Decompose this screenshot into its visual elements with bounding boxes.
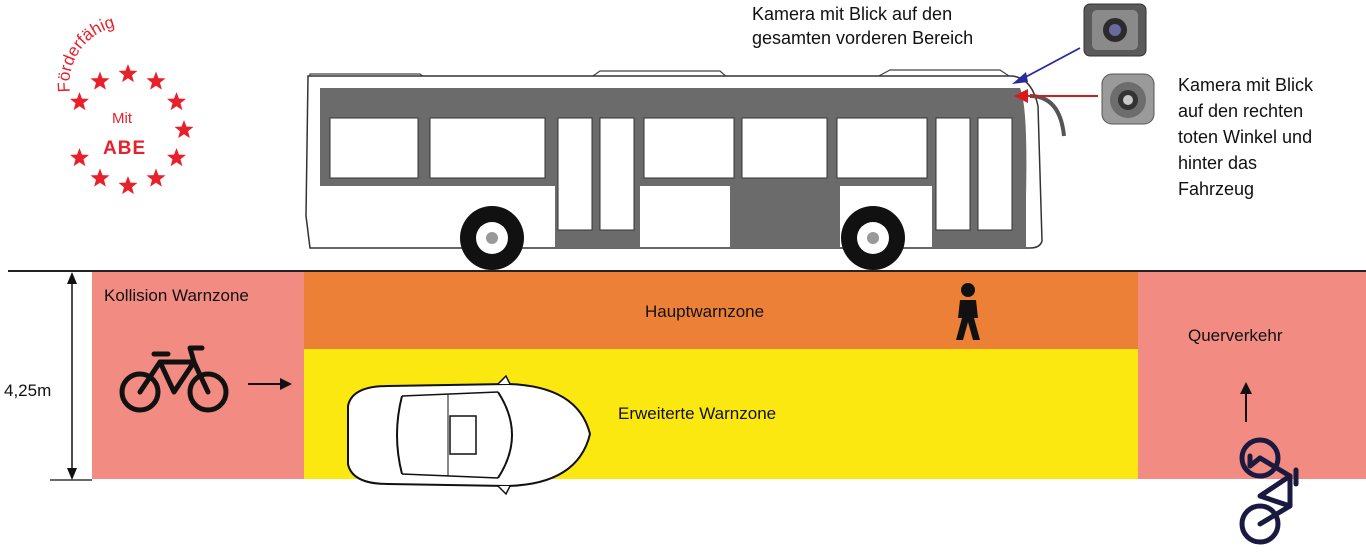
bus-illustration — [305, 69, 1066, 270]
star-icon — [146, 71, 166, 90]
star-icon — [166, 92, 187, 111]
bicycle-icon — [119, 345, 229, 413]
main-zone-label: Hauptwarnzone — [645, 302, 765, 321]
badge-abe: ABE — [103, 138, 147, 159]
pedestrian-icon — [956, 283, 980, 340]
star-icon — [146, 168, 166, 187]
star-icon — [90, 168, 110, 187]
star-icons — [69, 64, 194, 195]
dimension-label: 4,25m — [4, 381, 52, 400]
car-icon — [347, 374, 592, 496]
star-icon — [90, 71, 110, 90]
front-camera-line-2: gesamten vorderen Bereich — [752, 28, 974, 48]
main-warning-zone — [304, 272, 1138, 349]
cross-zone-label: Querverkehr — [1188, 326, 1283, 345]
star-icon — [118, 176, 138, 195]
front-camera-icon — [1083, 3, 1147, 57]
collision-zone-label: Kollision Warnzone — [104, 286, 249, 305]
side-camera-icon — [1101, 73, 1155, 125]
front-camera-text: Kamera mit Blick auf den gesamten vorder… — [752, 2, 973, 50]
side-camera-line-4: hinter das — [1178, 153, 1258, 173]
side-camera-line-1: Kamera mit Blick — [1178, 75, 1314, 95]
star-icon — [166, 148, 187, 167]
right-arrow-icon — [248, 378, 292, 390]
up-arrow-icon — [1240, 382, 1252, 422]
star-icon — [69, 92, 90, 111]
badge-top-text: Förderfähig — [54, 12, 116, 93]
extended-zone-label: Erweiterte Warnzone — [618, 404, 777, 423]
star-icon — [118, 64, 138, 83]
badge-mit: Mit — [112, 110, 132, 127]
side-camera-line-2: auf den rechten — [1178, 101, 1304, 121]
road-line — [8, 270, 1366, 272]
cyclist-icon — [1239, 437, 1299, 545]
star-icon — [174, 120, 194, 139]
front-camera-line-1: Kamera mit Blick auf den — [752, 4, 953, 24]
side-camera-text: Kamera mit Blick auf den rechten toten W… — [1178, 72, 1313, 202]
side-camera-line-5: Fahrzeug — [1178, 179, 1255, 199]
star-icon — [69, 148, 90, 167]
side-camera-line-3: toten Winkel und — [1178, 127, 1313, 147]
